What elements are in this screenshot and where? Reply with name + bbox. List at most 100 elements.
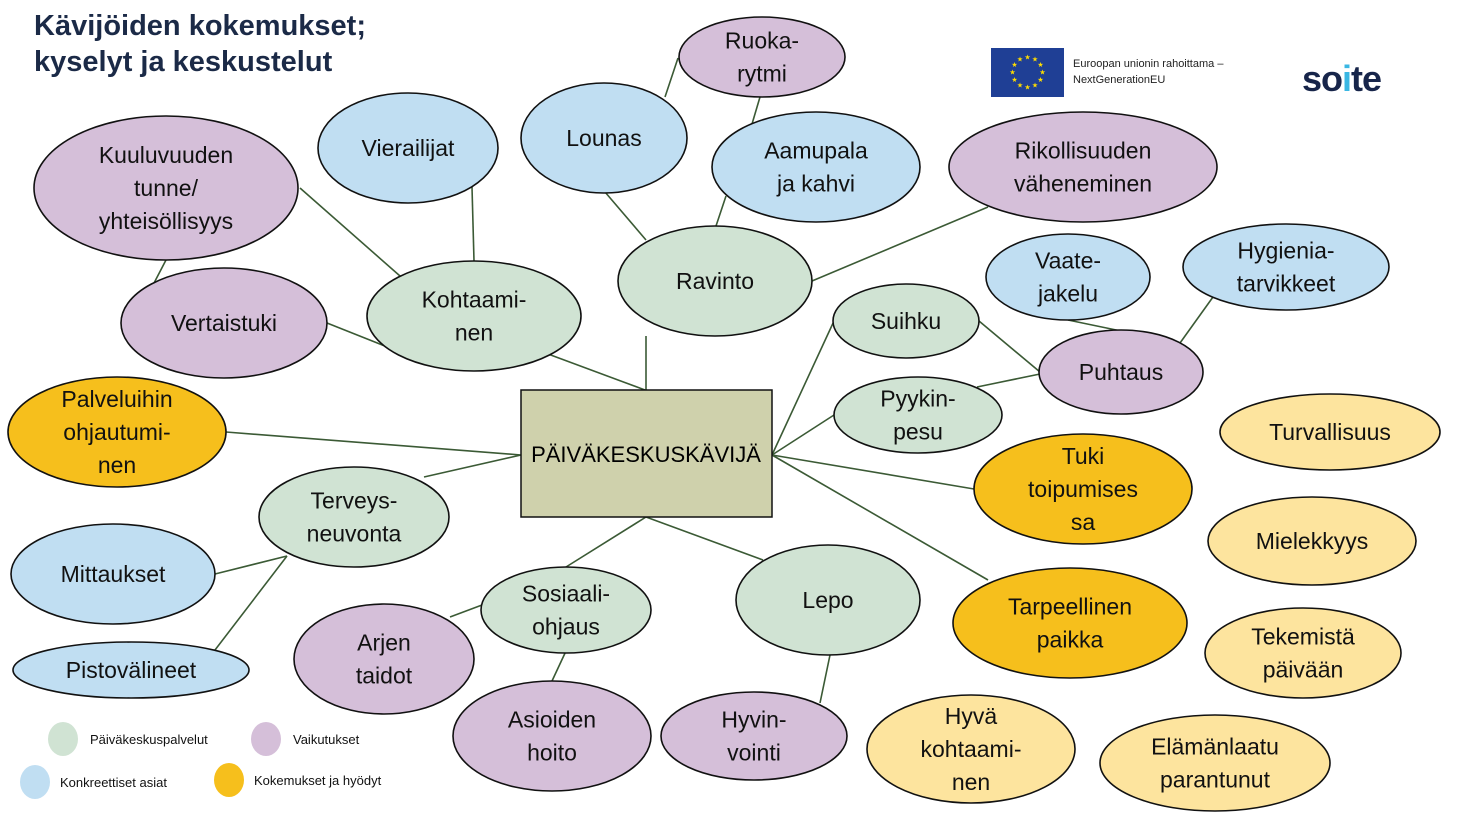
node-label: rytmi: [737, 61, 787, 87]
legend-label: Vaikutukset: [293, 731, 360, 747]
node-ellipse: [833, 376, 1003, 454]
node-label: Ruoka-: [725, 28, 799, 54]
connector-line: [547, 353, 646, 391]
connector-line: [771, 454, 989, 581]
node-turvallisuus: Turvallisuus: [1219, 393, 1441, 471]
node-label: Pyykin-: [880, 386, 955, 412]
legend-item-purple: Vaikutukset: [251, 722, 359, 756]
node-label: Hyvin-: [721, 707, 786, 733]
node-label: ohjaus: [532, 614, 600, 640]
node-sosiaaliohjaus: Sosiaali-ohjaus: [480, 566, 652, 654]
connector-line: [771, 454, 975, 490]
node-label: Lounas: [566, 125, 641, 151]
node-label: ohjautumi-: [63, 419, 170, 445]
node-ellipse: [948, 111, 1218, 223]
node-vaatejakelu: Vaate-jakelu: [985, 233, 1151, 321]
connector-line: [152, 259, 167, 286]
node-label: Palveluihin: [61, 386, 172, 412]
connector-line: [819, 654, 831, 704]
slide-title: Kävijöiden kokemukset; kyselyt ja keskus…: [34, 8, 366, 80]
svg-text:★: ★: [1037, 76, 1043, 84]
node-ellipse: [480, 566, 652, 654]
node-ellipse: [1204, 607, 1402, 699]
node-label: tarvikkeet: [1237, 271, 1336, 297]
node-label: sa: [1071, 509, 1096, 535]
node-label: jakelu: [1037, 281, 1098, 307]
node-ellipse: [866, 694, 1076, 804]
connector-line: [978, 320, 1041, 373]
node-label: paikka: [1037, 627, 1104, 653]
node-suihku: Suihku: [832, 283, 980, 359]
connector-line: [423, 454, 522, 478]
legend-item-orange: Kokemukset ja hyödyt: [214, 763, 381, 797]
node-label: Tekemistä: [1251, 624, 1355, 650]
connector-line: [751, 96, 761, 125]
node-label: Turvallisuus: [1269, 419, 1391, 445]
node-label: neuvonta: [307, 521, 402, 547]
svg-text:★: ★: [1039, 69, 1045, 77]
node-ellipse: [678, 16, 846, 98]
svg-text:★: ★: [1017, 56, 1023, 64]
node-label: parantunut: [1160, 767, 1271, 793]
node-ellipse: [952, 567, 1188, 679]
connector-line: [225, 431, 522, 456]
svg-text:★: ★: [1037, 61, 1043, 69]
svg-text:★: ★: [1011, 76, 1017, 84]
node-ruokarytmi: Ruoka-rytmi: [678, 16, 846, 98]
node-label: Mittaukset: [61, 561, 166, 587]
node-ellipse: [985, 233, 1151, 321]
node-label: Asioiden: [508, 707, 596, 733]
node-ellipse: [7, 376, 227, 488]
node-ellipse: [1182, 223, 1390, 311]
node-mittaukset: Mittaukset: [10, 523, 216, 625]
connector-line: [604, 191, 647, 241]
eu-flag-icon: ★★★★★★★★★★★★: [991, 48, 1064, 97]
node-label: taidot: [356, 663, 413, 689]
connector-line: [771, 320, 835, 456]
node-mielekkyys: Mielekkyys: [1207, 496, 1417, 586]
node-ellipse: [735, 544, 921, 656]
svg-text:★: ★: [1032, 56, 1038, 64]
node-ellipse: [366, 260, 582, 372]
node-ellipse: [1207, 496, 1417, 586]
node-label: nen: [952, 769, 990, 795]
center-label: PÄIVÄKESKUSKÄVIJÄ: [531, 442, 761, 467]
node-ellipse: [973, 433, 1193, 545]
node-puhtaus: Puhtaus: [1038, 329, 1204, 415]
connector-line: [471, 186, 475, 262]
node-label: väheneminen: [1014, 171, 1152, 197]
legend-swatch: [214, 763, 244, 797]
node-ellipse: [520, 82, 688, 194]
node-lepo: Lepo: [735, 544, 921, 656]
node-ellipse: [317, 92, 499, 204]
svg-text:★: ★: [1024, 54, 1030, 62]
node-pistovalineet: Pistovälineet: [12, 641, 250, 699]
node-pyykinpesu: Pyykin-pesu: [833, 376, 1003, 454]
legend-swatch: [20, 765, 50, 799]
node-vertaistuki: Vertaistuki: [120, 267, 328, 379]
node-ellipse: [10, 523, 216, 625]
node-rikollisuus: Rikollisuuden väheneminen: [948, 111, 1218, 223]
node-ellipse: [293, 603, 475, 715]
soite-logo: soite: [1302, 58, 1382, 99]
node-label: Pistovälineet: [66, 657, 197, 683]
node-label: Lepo: [802, 587, 853, 613]
legend-item-green: Päiväkeskuspalvelut: [48, 722, 208, 756]
svg-text:★: ★: [1024, 84, 1030, 92]
funding-text: Euroopan unionin rahoittama – NextGenera…: [1073, 56, 1223, 88]
title-line-1: Kävijöiden kokemukset;: [34, 10, 366, 42]
node-label: Puhtaus: [1079, 359, 1163, 385]
node-label: Rikollisuuden: [1015, 138, 1152, 164]
node-kohtaaminen: Kohtaami-nen: [366, 260, 582, 372]
node-label: tunne/: [134, 175, 199, 201]
svg-text:★: ★: [1009, 69, 1015, 77]
node-label: Vaate-: [1035, 248, 1101, 274]
legend-label: Konkreettiset asiat: [60, 774, 167, 790]
node-label: kohtaami-: [921, 736, 1022, 762]
